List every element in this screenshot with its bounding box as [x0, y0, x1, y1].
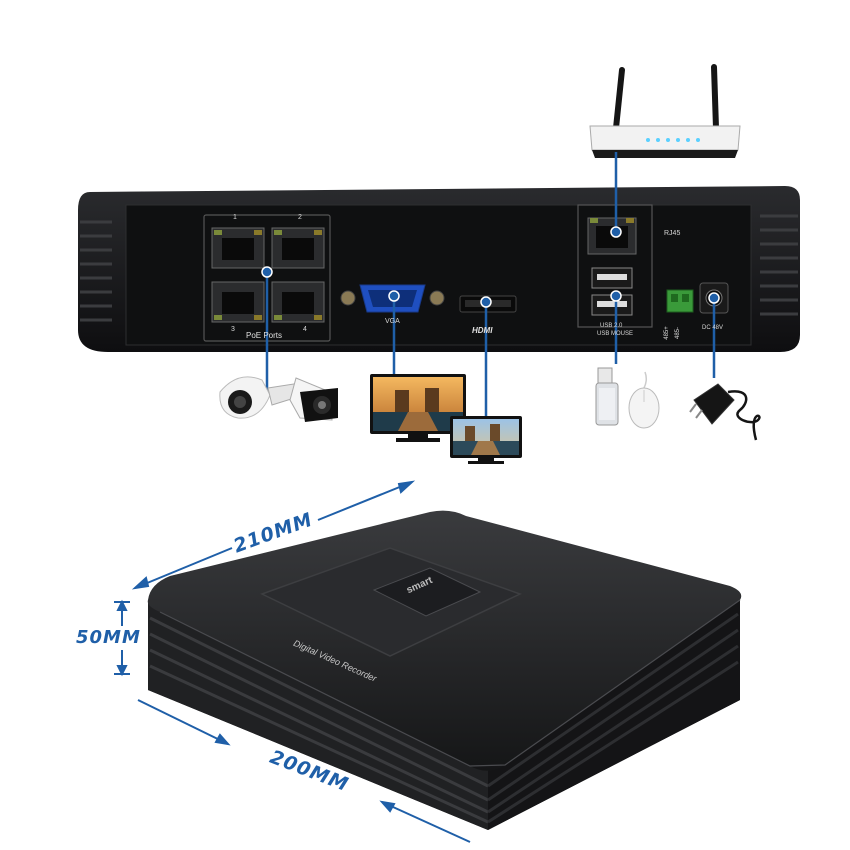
dc-power-label: DC 48V	[702, 325, 724, 331]
poe-port-number-2: 2	[298, 214, 302, 221]
monitor-vga-image	[370, 374, 466, 442]
usb-ports	[591, 267, 633, 316]
poe-port-number-4: 4	[303, 326, 307, 333]
dimension-arrows	[114, 480, 471, 843]
usb-mouse-label: USB MOUSE	[597, 331, 634, 337]
nvr-rear-panel	[78, 186, 800, 352]
usb-drive-image	[595, 367, 619, 426]
mouse-image	[628, 371, 660, 429]
vga-port	[340, 284, 445, 313]
poe-port-number-1: 1	[233, 214, 237, 221]
height-dimension-label: 50MM	[76, 627, 141, 648]
power-adapter-image	[689, 383, 761, 441]
rs485-terminal	[666, 289, 694, 313]
connection-lines	[265, 152, 716, 422]
poe-port-group	[211, 227, 325, 323]
poe-port-number-3: 3	[231, 326, 235, 333]
connection-dots	[261, 226, 720, 308]
nvr-front-unit	[147, 510, 742, 830]
poe-ports-label: PoE Ports	[246, 331, 283, 340]
hdmi-label: HDMI	[472, 326, 493, 335]
rs485-minus-label: 485-	[675, 326, 682, 340]
rs485-plus-label: 485+	[663, 326, 670, 340]
vga-label: VGA	[385, 318, 400, 325]
monitor-hdmi-image	[450, 416, 522, 464]
usb-label: USB 2.0	[600, 323, 623, 329]
router-image	[589, 64, 741, 158]
ip-cameras-image	[219, 376, 338, 422]
rj45-label: RJ45	[664, 230, 681, 237]
